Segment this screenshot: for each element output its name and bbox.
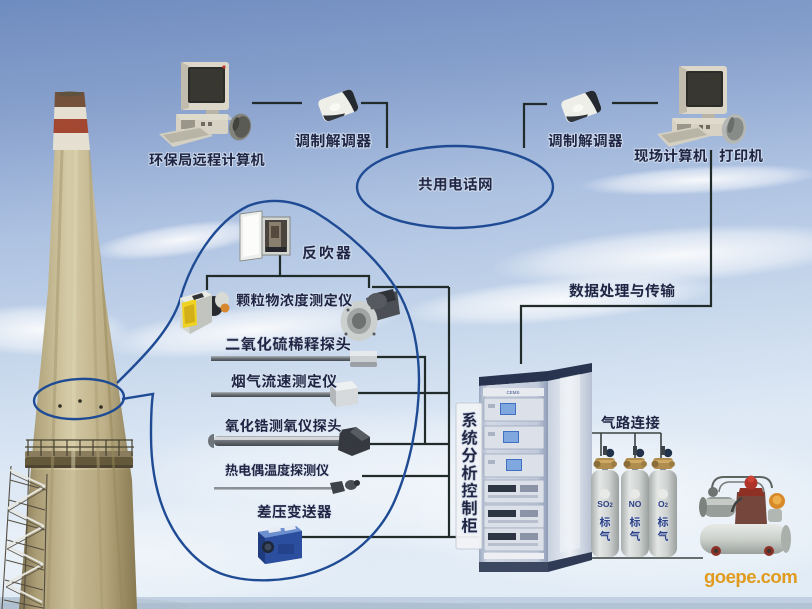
svg-text:goepe.com: goepe.com: [704, 566, 797, 587]
